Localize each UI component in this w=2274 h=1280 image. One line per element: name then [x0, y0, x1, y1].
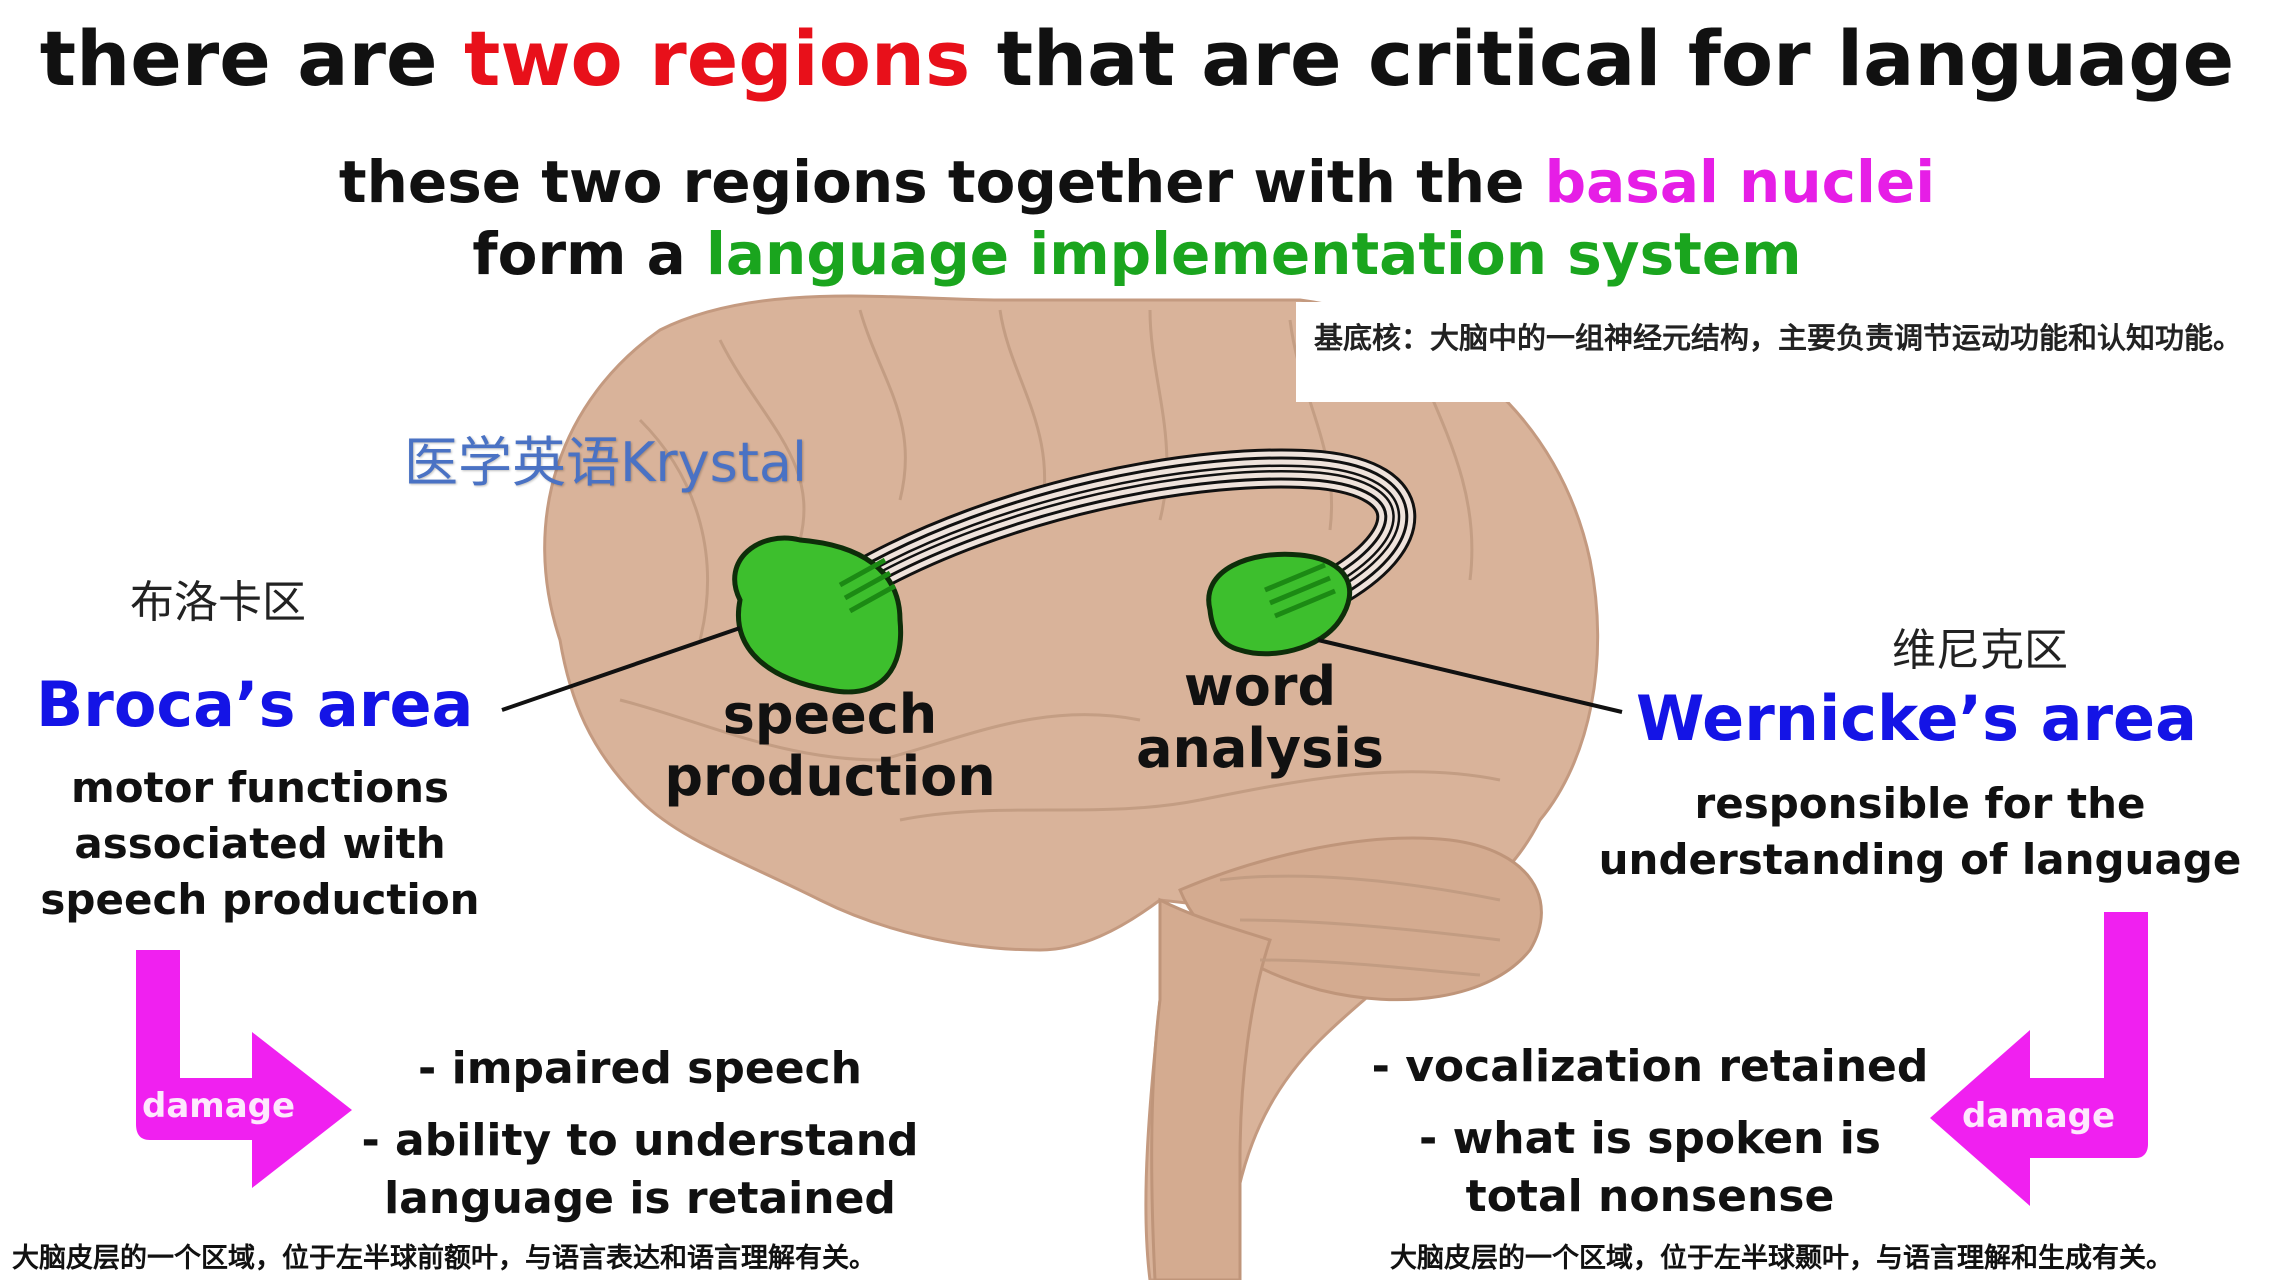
wernicke-description: responsible for the understanding of lan… — [1598, 779, 2242, 884]
annotation-box — [1296, 302, 2274, 402]
broca-area-title: Broca’s area — [36, 668, 474, 741]
wernicke-damage-effects: - vocalization retained - what is spoken… — [1371, 1041, 1929, 1222]
page-title: there are two regions that are critical … — [39, 14, 2235, 103]
broca-pointer-line — [501, 626, 741, 712]
speech-production-label: speech production — [664, 683, 996, 808]
broca-damage-arrow-icon — [136, 950, 352, 1188]
arcuate-fasciculus — [840, 448, 1417, 610]
basal-nuclei-note: 基底核：大脑中的一组神经元结构，主要负责调节运动功能和认知功能。 — [1314, 321, 2243, 355]
title-highlight: two regions — [464, 14, 971, 103]
subtitle-line-1: these two regions together with the basa… — [338, 148, 1936, 216]
brain-stem — [1150, 897, 1272, 1280]
wernicke-area-title: Wernicke’s area — [1636, 682, 2197, 755]
basal-nuclei-term: basal nuclei — [1544, 148, 1936, 216]
language-system-term: language implementation system — [706, 220, 1802, 288]
broca-cn-footnote: 大脑皮层的一个区域，位于左半球前额叶，与语言表达和语言理解有关。 — [12, 1243, 876, 1274]
broca-description: motor functions associated with speech p… — [40, 763, 480, 924]
wernicke-region — [1206, 551, 1352, 657]
wernicke-cn-name: 维尼克区 — [1892, 625, 2068, 676]
word-analysis-label: word analysis — [1136, 655, 1384, 780]
broca-damage-label: damage — [142, 1086, 296, 1126]
wernicke-damage-label: damage — [1962, 1096, 2116, 1136]
wernicke-cn-footnote: 大脑皮层的一个区域，位于左半球颞叶，与语言理解和生成有关。 — [1390, 1243, 2173, 1274]
wernicke-damage-arrow-icon — [1930, 912, 2148, 1206]
wernicke-pointer-line — [1317, 638, 1623, 714]
watermark: 医学英语Krystal — [404, 431, 807, 494]
broca-damage-effects: - impaired speech - ability to understan… — [361, 1043, 919, 1224]
broca-cn-name: 布洛卡区 — [130, 577, 306, 628]
subtitle-line-2: form a language implementation system — [472, 220, 1802, 288]
